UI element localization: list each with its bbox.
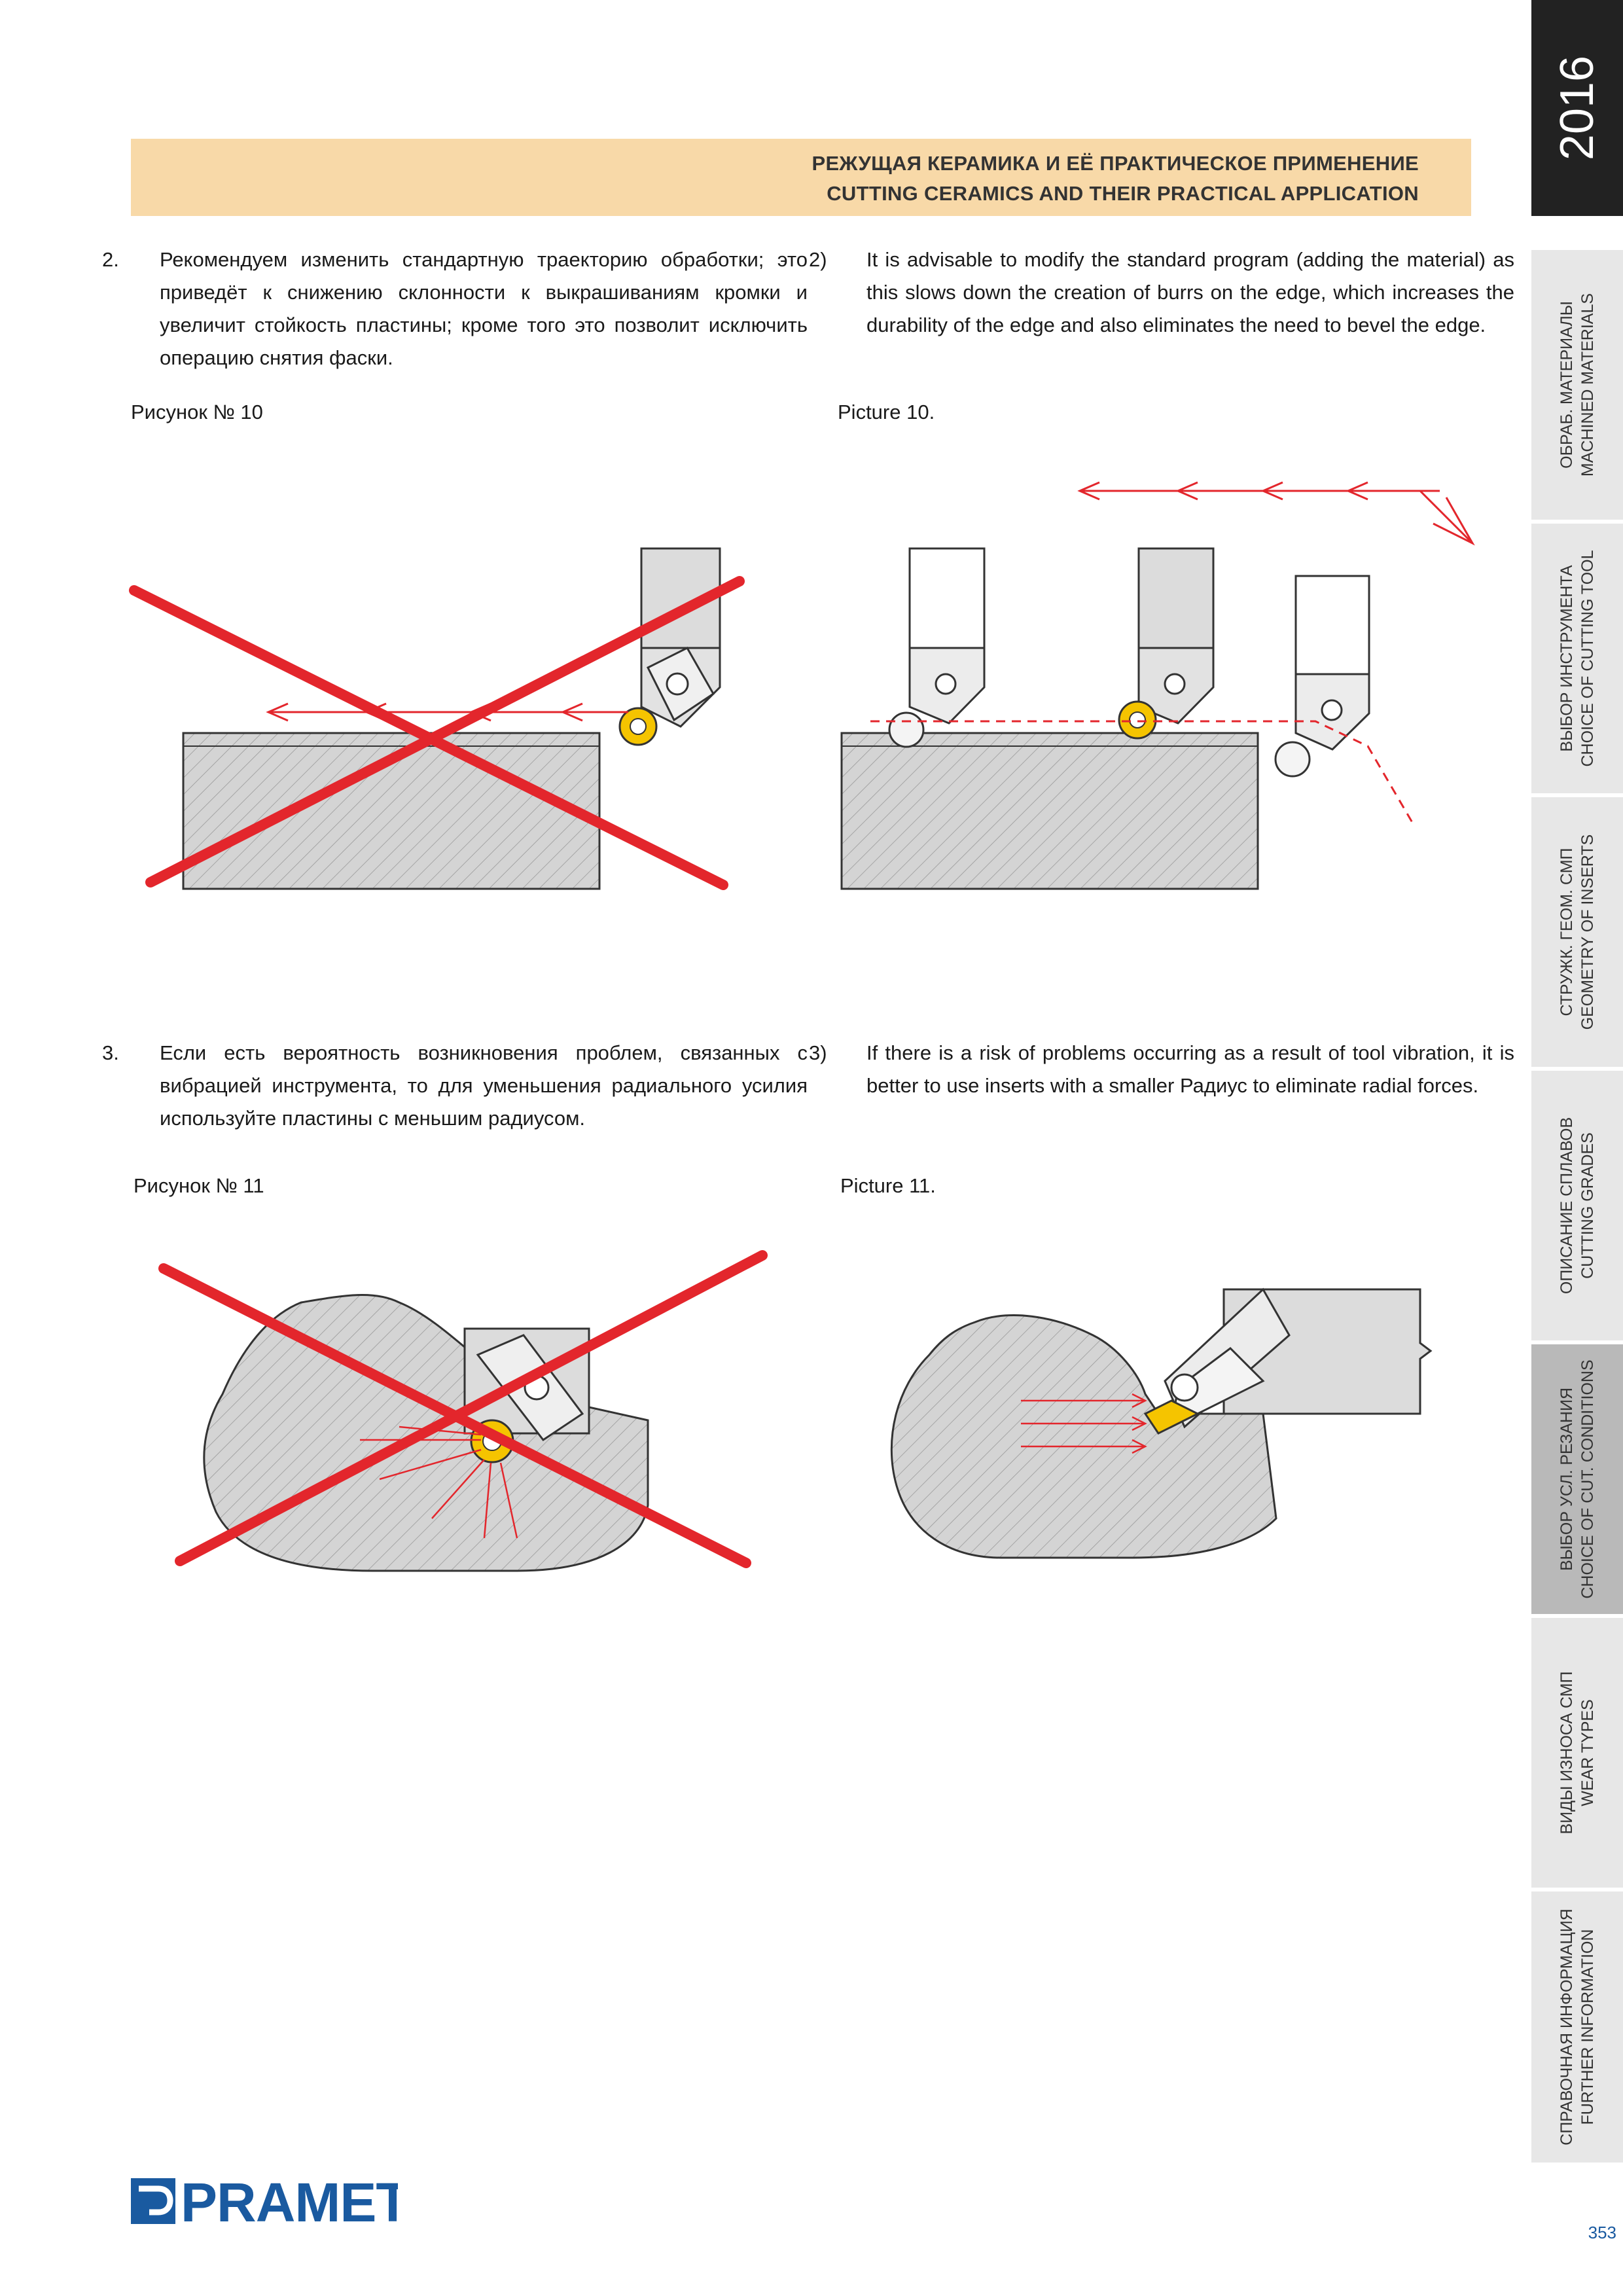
figure10-recommended-method xyxy=(840,481,1475,890)
screw-icon xyxy=(935,673,957,695)
tool-holder xyxy=(908,547,986,668)
screw-icon xyxy=(1170,1373,1199,1402)
page-number: 353 xyxy=(1588,2223,1616,2242)
paragraph-text: Если есть вероятность возникновения проб… xyxy=(160,1041,808,1130)
figure11-wrong-method xyxy=(158,1250,768,1572)
feed-force-arrows xyxy=(1021,1393,1147,1454)
year-tab: 2016 xyxy=(1531,0,1623,216)
tab-label-ru: СПРАВОЧНАЯ ИНФОРМАЦИЯ xyxy=(1558,1909,1576,2145)
caption-figure11-en: Picture 11. xyxy=(840,1174,936,1197)
section2-en-paragraph: 2) It is advisable to modify the standard… xyxy=(809,243,1514,342)
section3-ru-paragraph: 3. Если есть вероятность возникновения пр… xyxy=(102,1037,808,1135)
paragraph-text: Рекомендуем изменить стандартную траекто… xyxy=(160,248,808,369)
tool-holder xyxy=(1137,547,1215,668)
caption-figure11-ru: Рисунок № 11 xyxy=(134,1174,264,1197)
round-insert xyxy=(1274,741,1311,778)
section3-en-paragraph: 3) If there is a risk of problems occurri… xyxy=(809,1037,1514,1102)
tab-label-en: GEOMETRY OF INSERTS xyxy=(1578,834,1597,1030)
tab-label-ru: СТРУЖК. ГЕОМ. СМП xyxy=(1558,848,1576,1016)
tab-label-ru: ВИДЫ ИЗНОСА СМП xyxy=(1558,1671,1576,1835)
tab-label-en: CUTTING GRADES xyxy=(1578,1132,1597,1279)
item-number: 3. xyxy=(102,1041,119,1064)
tool-path-dashed xyxy=(870,720,1415,825)
item-number: 2. xyxy=(102,248,119,271)
year-label: 2016 xyxy=(1551,55,1603,161)
tab-label-ru: ОПИСАНИЕ СПЛАВОВ xyxy=(1558,1117,1576,1295)
screw-icon xyxy=(1164,673,1186,695)
workpiece xyxy=(840,732,1259,890)
tab-label-en: CHOICE OF CUT. CONDITIONS xyxy=(1578,1359,1597,1599)
tab-label-en: CHOICE OF CUTTING TOOL xyxy=(1578,550,1597,767)
tab-label-ru: ОБРАБ. МАТЕРИАЛЫ xyxy=(1558,301,1576,469)
pramet-logo: PRAMET xyxy=(131,2174,398,2228)
round-insert xyxy=(888,711,925,748)
tab-label-en: MACHINED MATERIALS xyxy=(1578,293,1597,477)
logo-text: PRAMET xyxy=(181,2174,398,2228)
item-number: 3) xyxy=(809,1041,827,1064)
screw-icon xyxy=(666,672,689,696)
paragraph-text: If there is a risk of problems occurring… xyxy=(866,1041,1514,1097)
paragraph-text: It is advisable to modify the standard p… xyxy=(866,248,1514,336)
tool-path-arrows xyxy=(266,702,628,722)
figure11-recommended-method xyxy=(890,1287,1433,1559)
section2-ru-paragraph: 2. Рекомендуем изменить стандартную траек… xyxy=(102,243,808,374)
tab-label-ru: ВЫБОР ИНСТРУМЕНТА xyxy=(1558,565,1576,752)
tool-holder xyxy=(1294,575,1370,689)
tab-label-ru: ВЫБОР УСЛ. РЕЗАНИЯ xyxy=(1558,1387,1576,1571)
header-band: РЕЖУЩАЯ КЕРАМИКА И ЕЁ ПРАКТИЧЕСКОЕ ПРИМЕ… xyxy=(131,139,1471,216)
red-cross-icon xyxy=(129,576,745,890)
header-title-en: CUTTING CERAMICS AND THEIR PRACTICAL APP… xyxy=(827,182,1419,205)
caption-figure10-ru: Рисунок № 10 xyxy=(131,401,263,423)
caption-figure10-en: Picture 10. xyxy=(838,401,935,423)
figure10-wrong-method xyxy=(129,547,745,890)
tool-path-arrows-top xyxy=(1077,481,1475,546)
small-radius-insert xyxy=(1143,1399,1200,1435)
tab-label-en: FURTHER INFORMATION xyxy=(1578,1929,1597,2125)
item-number: 2) xyxy=(809,248,827,271)
red-cross-icon xyxy=(158,1250,768,1568)
header-title-ru: РЕЖУЩАЯ КЕРАМИКА И ЕЁ ПРАКТИЧЕСКОЕ ПРИМЕ… xyxy=(812,152,1419,175)
workpiece xyxy=(890,1314,1277,1559)
tab-label-en: WEAR TYPES xyxy=(1578,1699,1597,1806)
screw-icon xyxy=(1321,699,1343,721)
